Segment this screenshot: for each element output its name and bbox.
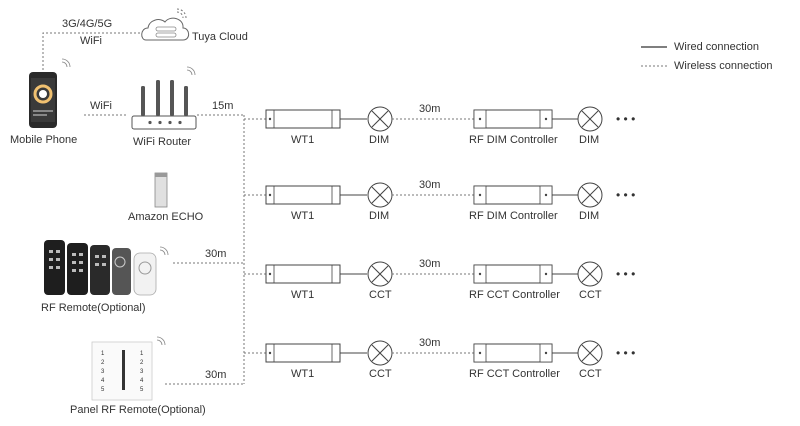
panel-key-left: 2 [101,360,105,366]
rf-controller [473,264,553,284]
rf-controller [473,343,553,363]
panel-key-right: 2 [140,360,144,366]
wt1-label: WT1 [291,134,314,146]
receiver-row: WT1 DIM 30m RF DIM Controller DIM • • • [244,179,635,222]
rf-controller [473,185,553,205]
wt1-label: WT1 [291,210,314,222]
panel-key-left: 4 [101,378,105,384]
rf-controller [473,109,553,129]
panel-key-left: 3 [101,369,105,375]
controller-label: RF DIM Controller [469,134,558,146]
router-label: WiFi Router [133,136,191,148]
panel-key-right: 5 [140,387,144,393]
link-distance: 30m [419,179,440,191]
panel-key-left: 5 [101,387,105,393]
legend-wired-label: Wired connection [674,41,759,53]
receiver-row: WT1 DIM 30m RF DIM Controller DIM • • • [244,103,635,146]
lamp-icon [367,261,393,287]
lamp-label: DIM [369,210,389,222]
echo-label: Amazon ECHO [128,211,204,223]
lamp-icon [367,182,393,208]
panel-key-right: 3 [140,369,144,375]
lamp-label: DIM [369,134,389,146]
lamp-label: CCT [579,289,602,301]
panel-remote-label: Panel RF Remote(Optional) [70,404,206,416]
lamp-label: DIM [579,210,599,222]
wt1-receiver [265,185,341,205]
phone-icon [29,58,71,128]
lamp-icon [367,106,393,132]
lamp-icon [577,182,603,208]
lamp-icon [577,340,603,366]
receiver-row: WT1 CCT 30m RF CCT Controller CCT • • • [244,337,635,380]
panel-remote-icon: 1 2 3 4 5 1 2 3 4 5 [91,336,166,401]
panel-key-right: 4 [140,378,144,384]
router-icon [131,66,197,130]
wt1-label: WT1 [291,368,314,380]
controller-label: RF DIM Controller [469,210,558,222]
lamp-label: CCT [369,289,392,301]
controller-label: RF CCT Controller [469,368,560,380]
phone-wifi-label: WiFi [90,100,112,112]
wt1-receiver [265,343,341,363]
lamp-label: CCT [579,368,602,380]
lamp-icon [577,106,603,132]
panel-key-left: 1 [101,351,105,357]
rf-remote-distance: 30m [205,248,226,260]
cloud-icon [141,8,190,41]
link-distance: 30m [419,103,440,115]
panel-key-right: 1 [140,351,144,357]
more-dots: • • • [616,188,635,202]
router-distance-label: 15m [212,100,233,112]
lamp-label: CCT [369,368,392,380]
wifi-label: WiFi [80,35,102,47]
legend-wireless-label: Wireless connection [674,60,772,72]
more-dots: • • • [616,112,635,126]
rf-remote-icon [44,240,169,296]
network-label: 3G/4G/5G [62,18,112,30]
link-distance: 30m [419,258,440,270]
lamp-icon [577,261,603,287]
rf-remote-label: RF Remote(Optional) [41,302,146,314]
lamp-icon [367,340,393,366]
legend: Wired connection Wireless connection [641,41,772,72]
wt1-receiver [265,109,341,129]
cloud-label: Tuya Cloud [192,31,248,43]
more-dots: • • • [616,346,635,360]
receiver-row: WT1 CCT 30m RF CCT Controller CCT • • • [244,258,635,301]
controller-label: RF CCT Controller [469,289,560,301]
more-dots: • • • [616,267,635,281]
echo-icon [154,172,168,208]
panel-remote-distance: 30m [205,369,226,381]
wt1-label: WT1 [291,289,314,301]
link-distance: 30m [419,337,440,349]
phone-cloud-link [42,32,150,70]
phone-label: Mobile Phone [10,134,77,146]
wt1-receiver [265,264,341,284]
lamp-label: DIM [579,134,599,146]
